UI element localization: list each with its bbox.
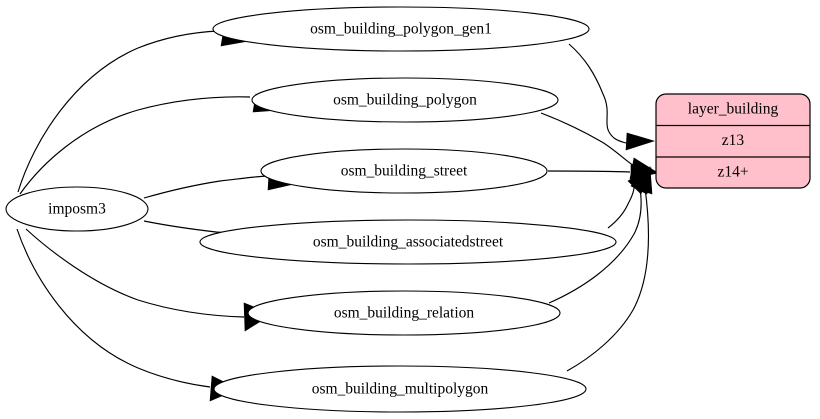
- node-osm-building-multipolygon[interactable]: osm_building_multipolygon: [213, 365, 587, 413]
- edge-osm-building-multipolygon-to-layer-z14plus: [566, 166, 653, 372]
- layer-building-box[interactable]: [655, 93, 811, 189]
- edge-group-tables-to-layer: [540, 43, 660, 372]
- node-osm-building-street-label: osm_building_street: [341, 163, 468, 180]
- edge-imposm3-to-osm-building-polygon-gen1: [17, 27, 250, 193]
- node-osm-building-relation-label: osm_building_relation: [334, 305, 475, 322]
- node-osm-building-associatedstreet[interactable]: osm_building_associatedstreet: [199, 219, 617, 265]
- node-imposm3[interactable]: imposm3: [5, 186, 149, 232]
- node-osm-building-relation[interactable]: osm_building_relation: [247, 290, 561, 336]
- edge-osm-building-polygon-gen1-to-layer-z13: [568, 43, 656, 151]
- layer-building-name-label: layer_building: [688, 101, 779, 118]
- node-osm-building-polygon-label: osm_building_polygon: [333, 92, 477, 109]
- node-osm-building-polygon-gen1-label: osm_building_polygon_gen1: [310, 21, 492, 38]
- layer-building-z14plus-label: z14+: [717, 164, 748, 181]
- node-osm-building-associatedstreet-label: osm_building_associatedstreet: [313, 234, 504, 251]
- node-osm-building-polygon[interactable]: osm_building_polygon: [251, 77, 559, 123]
- node-osm-building-multipolygon-label: osm_building_multipolygon: [312, 381, 489, 398]
- node-osm-building-polygon-gen1[interactable]: osm_building_polygon_gen1: [212, 6, 590, 52]
- node-imposm3-label: imposm3: [48, 201, 106, 218]
- edge-imposm3-to-osm-building-multipolygon: [16, 228, 239, 402]
- node-layer-building[interactable]: layer_building z13 z14+: [655, 93, 811, 189]
- node-osm-building-street[interactable]: osm_building_street: [260, 148, 548, 194]
- layer-building-z13-label: z13: [722, 132, 745, 149]
